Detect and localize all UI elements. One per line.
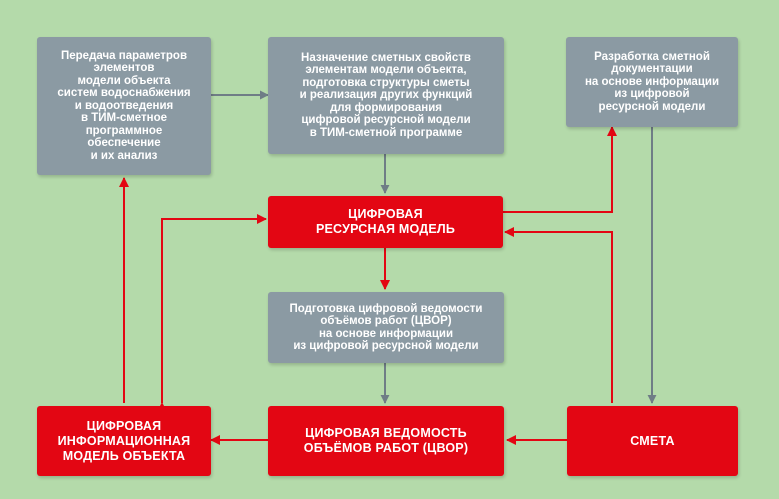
node-transfer-params: Передача параметров элементов модели объ…	[37, 37, 211, 175]
node-estimate: СМЕТА	[567, 406, 738, 476]
node-digital-info-model: ЦИФРОВАЯ ИНФОРМАЦИОННАЯ МОДЕЛЬ ОБЪЕКТА	[37, 406, 211, 476]
node-cvor: ЦИФРОВАЯ ВЕДОМОСТЬ ОБЪЁМОВ РАБОТ (ЦВОР)	[268, 406, 504, 476]
node-digital-resource-model: ЦИФРОВАЯ РЕСУРСНАЯ МОДЕЛЬ	[268, 196, 503, 248]
node-estimate-docs: Разработка сметной документации на основ…	[566, 37, 738, 127]
node-assign-properties: Назначение сметных свойств элементам мод…	[268, 37, 504, 154]
node-prepare-cvor: Подготовка цифровой ведомости объёмов ра…	[268, 292, 504, 363]
arrow-resource-model-to-estimate-docs	[503, 126, 617, 213]
arrow-info-model-to-resource-model	[157, 214, 267, 412]
arrow-estimate-to-resource-model	[504, 227, 613, 403]
